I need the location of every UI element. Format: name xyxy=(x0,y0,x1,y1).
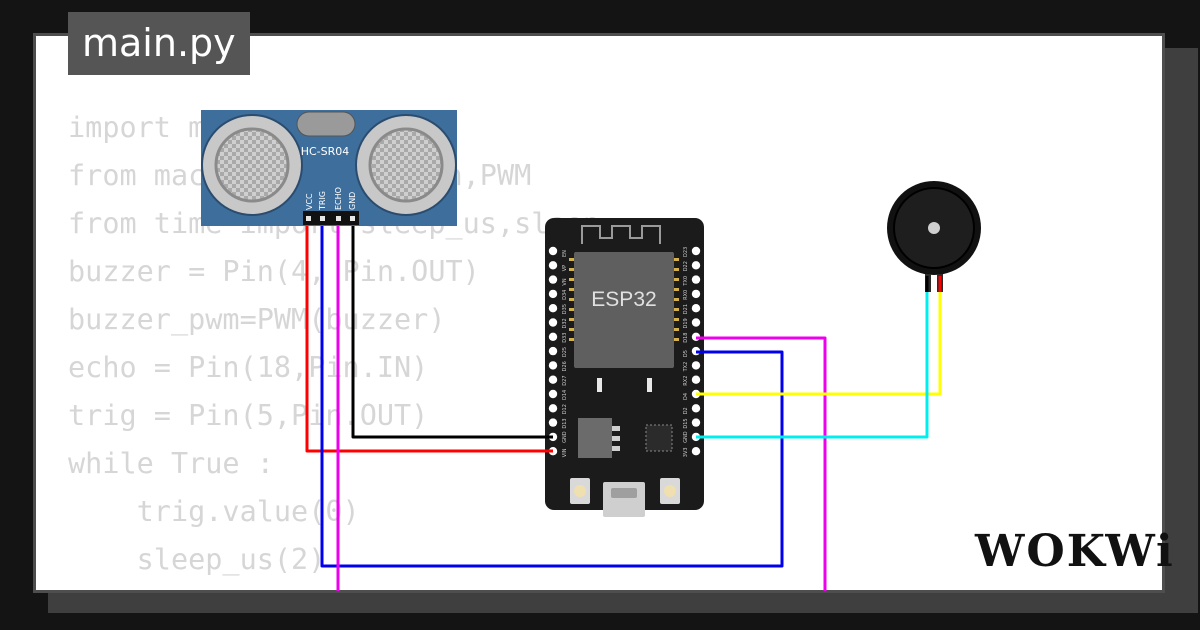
code-line: sleep_us(2) xyxy=(68,543,326,576)
board-pin[interactable] xyxy=(691,375,701,384)
board-pin-label: D32 xyxy=(562,318,568,328)
sensor-pin-label: VCC xyxy=(305,193,314,210)
board-pin-label: TX0 xyxy=(683,276,689,287)
board-pin-label: 3V3 xyxy=(683,447,689,457)
board-pin-label: D14 xyxy=(562,390,568,400)
board-label: ESP32 xyxy=(591,288,656,311)
board-pin-label: D23 xyxy=(683,247,689,257)
board-pin-label: D18 xyxy=(683,333,689,343)
board-pin-label: D12 xyxy=(562,404,568,414)
board-pin[interactable] xyxy=(691,418,701,427)
board-pin[interactable] xyxy=(691,261,701,270)
board-pin-label: RX2 xyxy=(683,376,689,386)
board-pin-label: D33 xyxy=(562,333,568,343)
board-pin[interactable] xyxy=(691,361,701,370)
sensor-pin-label: ECHO xyxy=(334,187,343,210)
wire-trig xyxy=(320,226,784,568)
board-pin[interactable] xyxy=(548,404,558,413)
board-pin[interactable] xyxy=(548,318,558,327)
wire-vcc xyxy=(305,226,553,453)
board-pin[interactable] xyxy=(548,389,558,399)
board-pin[interactable] xyxy=(691,246,701,256)
board-pin[interactable] xyxy=(691,447,701,456)
wires xyxy=(305,226,942,591)
buzzer-icon[interactable] xyxy=(887,181,981,292)
wire-gnd xyxy=(351,226,553,439)
board-pin-label: D22 xyxy=(683,261,689,271)
board-pin-label: D27 xyxy=(562,375,568,385)
board-pin-label: VN xyxy=(562,278,568,285)
board-pin-label: RX0 xyxy=(683,290,689,300)
board-pin-label: GND xyxy=(562,431,568,443)
board-pin-label: D4 xyxy=(683,393,689,400)
wire-echo-board xyxy=(696,336,827,591)
board-pin[interactable] xyxy=(691,275,701,284)
esp32-board[interactable]: ESP32 xyxy=(545,218,704,517)
board-pin-label: D34 xyxy=(562,290,568,300)
code-line: buzzer_pwm=PWM(buzzer) xyxy=(68,303,446,336)
board-pin-label: D2 xyxy=(683,407,689,414)
file-tab[interactable]: main.py xyxy=(68,12,250,75)
board-pin-label: D35 xyxy=(562,304,568,314)
board-pin[interactable] xyxy=(691,304,701,313)
board-pin-label: D26 xyxy=(562,361,568,371)
board-pin[interactable] xyxy=(548,375,558,384)
board-pin[interactable] xyxy=(548,418,558,427)
wire-buzzer-gnd xyxy=(696,292,929,439)
board-pin-label: D25 xyxy=(562,347,568,357)
board-pin-label: D19 xyxy=(683,318,689,328)
code-line: while True : xyxy=(68,447,274,480)
board-pin-label: D15 xyxy=(683,418,689,428)
wokwi-logo: WOKWi xyxy=(975,526,1175,577)
board-pin-label: EN xyxy=(562,250,568,257)
board-pin[interactable] xyxy=(548,361,558,370)
board-pin-label: D5 xyxy=(683,350,689,357)
wire-buzzer-signal xyxy=(696,292,942,396)
board-pin[interactable] xyxy=(691,404,701,413)
board-pin[interactable] xyxy=(548,289,558,299)
board-pin-label: TX2 xyxy=(683,362,689,373)
board-pin[interactable] xyxy=(548,275,558,284)
board-pin[interactable] xyxy=(548,304,558,313)
sensor-pin-label: TRIG xyxy=(318,191,327,211)
board-pin[interactable] xyxy=(548,261,558,270)
board-pin[interactable] xyxy=(548,246,558,256)
board-pin-label: GND xyxy=(683,431,689,443)
usb-port-icon xyxy=(603,482,645,517)
sensor-model-label: HC-SR04 xyxy=(301,145,350,158)
board-pin-label: VP xyxy=(562,265,568,271)
sensor-pin-label: GND xyxy=(348,192,357,210)
board-pin[interactable] xyxy=(548,346,558,356)
board-pin[interactable] xyxy=(548,332,558,341)
board-pin-label: D21 xyxy=(683,304,689,314)
board-pin[interactable] xyxy=(691,318,701,327)
board-pin[interactable] xyxy=(691,289,701,299)
board-pin-label: D13 xyxy=(562,418,568,428)
chip-icon xyxy=(574,252,674,368)
board-pin-label: VIN xyxy=(562,448,568,457)
ultrasonic-sensor[interactable]: HC-SR04 VCC TRIG ECHO GND xyxy=(201,110,457,226)
